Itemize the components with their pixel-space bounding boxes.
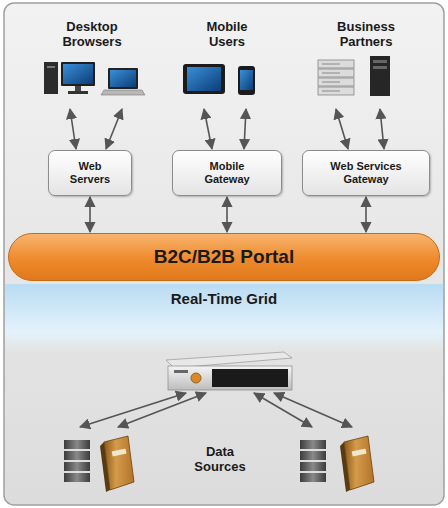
database-icon [300,440,326,482]
node-label: Mobile Gateway [192,160,262,185]
connector [244,109,246,149]
connector [336,109,348,149]
process-box: Web Servers [48,150,132,196]
phone-icon [238,66,255,95]
data-sources-group: Data Sources [150,428,290,492]
connector [89,197,91,232]
laptop-icon [101,68,145,95]
connector [118,393,206,427]
node-label: Mobile Users [187,20,267,50]
database-icon [64,440,90,482]
desktop-icon [44,62,95,94]
node-label: Web Services Gateway [316,160,416,185]
node-label: Data Sources [185,445,255,475]
portal-band: B2C/B2B Portal [8,233,440,281]
rack-server-icon [318,60,354,95]
node-label: B2C/B2B Portal [154,246,294,268]
connector [106,109,122,149]
outer-panel [4,3,444,505]
node-label: Real-Time Grid [171,290,277,307]
node-label: Web Servers [60,160,120,185]
binder-icon [340,436,374,492]
node-label: Business Partners [326,20,406,50]
grid-band: Real-Time Grid [5,284,443,392]
binder-icon [100,436,134,492]
connector [204,109,212,149]
connector [70,109,76,149]
node-label: Desktop Browsers [52,20,132,50]
process-box: Mobile Gateway [172,150,282,196]
connector [380,109,384,149]
client-group: Business Partners [306,20,426,108]
connector [226,197,228,232]
tablet-icon [183,64,225,94]
client-group: Mobile Users [172,20,282,108]
client-group: Desktop Browsers [36,20,148,108]
connector [254,393,312,427]
connector [365,197,367,232]
tower-server-icon [370,56,390,96]
connector [274,393,352,427]
process-box: Web Services Gateway [302,150,430,196]
